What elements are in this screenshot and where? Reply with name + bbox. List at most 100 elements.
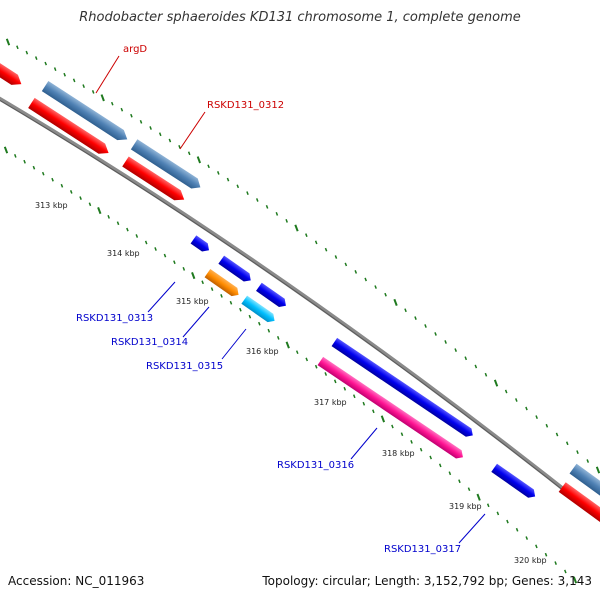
outer-tick-37 xyxy=(364,277,367,282)
inner-tick-37 xyxy=(352,394,356,399)
gene-arrow-0316-upper[interactable] xyxy=(331,337,476,440)
inner-tick-31 xyxy=(295,350,299,355)
gene-arrow-0315[interactable] xyxy=(241,295,277,325)
accession-text: Accession: NC_011963 xyxy=(8,574,145,588)
outer-tick-20 xyxy=(196,156,202,164)
outer-tick-25 xyxy=(246,191,249,195)
leader-line-0313 xyxy=(147,281,176,313)
leader-line-argd xyxy=(95,55,120,94)
outer-tick-21 xyxy=(207,164,210,169)
inner-tick-12 xyxy=(116,221,120,226)
inner-tick-59 xyxy=(564,569,567,574)
outer-tick-7 xyxy=(72,78,76,83)
gene-label-0316[interactable]: RSKD131_0316 xyxy=(277,460,354,471)
outer-tick-13 xyxy=(130,113,133,118)
outer-tick-58 xyxy=(576,450,579,454)
outer-tick-28 xyxy=(275,211,279,216)
outer-tick-0 xyxy=(5,38,11,46)
outer-tick-42 xyxy=(414,316,417,320)
gene-arrow-0312-upper[interactable] xyxy=(130,139,204,192)
outer-tick-35 xyxy=(344,262,348,267)
inner-tick-5 xyxy=(51,177,54,182)
inner-tick-24 xyxy=(229,300,233,305)
outer-tick-22 xyxy=(216,171,220,175)
leader-line-0314 xyxy=(182,306,210,338)
leader-line-0315 xyxy=(221,328,247,360)
outer-tick-56 xyxy=(555,432,559,437)
outer-tick-31 xyxy=(305,233,308,238)
gene-arrow-0314[interactable] xyxy=(204,269,242,299)
inner-tick-0 xyxy=(3,146,9,154)
outer-tick-54 xyxy=(535,415,538,419)
outer-tick-34 xyxy=(334,255,338,259)
inner-tick-10 xyxy=(97,207,102,215)
gene-arrow-argd-upper[interactable] xyxy=(41,81,131,144)
outer-tick-10 xyxy=(100,94,105,102)
outer-tick-18 xyxy=(178,145,181,149)
inner-tick-16 xyxy=(154,247,157,251)
outer-tick-51 xyxy=(504,389,508,394)
gene-arrow-right-lower[interactable] xyxy=(558,482,600,528)
inner-tick-23 xyxy=(220,294,223,298)
inner-tick-19 xyxy=(182,266,186,271)
inner-tick-45 xyxy=(429,455,432,460)
gene-label-0314[interactable]: RSKD131_0314 xyxy=(111,337,188,348)
gene-arrow-0316[interactable] xyxy=(317,356,466,461)
gene-arrow-0313-small[interactable] xyxy=(190,235,212,254)
gene-label-0313[interactable]: RSKD131_0313 xyxy=(76,313,153,324)
outer-tick-55 xyxy=(545,423,549,428)
gene-arrow-0313[interactable] xyxy=(218,255,253,285)
inner-tick-1 xyxy=(14,153,17,158)
inner-tick-26 xyxy=(248,314,252,319)
inner-tick-50 xyxy=(476,493,481,501)
inner-tick-41 xyxy=(391,424,394,429)
inner-tick-55 xyxy=(525,536,529,540)
inner-tick-30 xyxy=(285,341,290,349)
gene-label-0317[interactable]: RSKD131_0317 xyxy=(384,544,461,555)
outer-tick-27 xyxy=(265,205,269,209)
leader-line-0317 xyxy=(458,513,486,544)
inner-tick-58 xyxy=(554,561,557,565)
inner-tick-13 xyxy=(126,227,129,232)
outer-tick-3 xyxy=(34,56,38,60)
outer-tick-53 xyxy=(525,406,528,411)
inner-tick-60 xyxy=(572,576,578,584)
outer-tick-41 xyxy=(404,308,407,313)
gene-label-0312[interactable]: RSKD131_0312 xyxy=(207,100,284,111)
gene-arrow-0317[interactable] xyxy=(491,463,538,501)
inner-tick-43 xyxy=(410,440,413,444)
inner-tick-15 xyxy=(144,240,148,245)
outer-tick-48 xyxy=(474,364,478,369)
outer-tick-60 xyxy=(595,466,600,474)
tick-label-314: 314 kbp xyxy=(107,249,140,258)
gene-arrow-argd[interactable] xyxy=(28,97,112,158)
gene-arrow-0312[interactable] xyxy=(122,156,187,204)
inner-tick-3 xyxy=(32,165,36,170)
inner-tick-29 xyxy=(276,335,280,340)
inner-tick-33 xyxy=(314,364,318,369)
outer-tick-45 xyxy=(444,340,447,344)
gene-arrow-right-upper[interactable] xyxy=(569,463,600,503)
leader-line-0316 xyxy=(350,427,378,460)
inner-tick-20 xyxy=(191,272,196,280)
gene-label-0315[interactable]: RSKD131_0315 xyxy=(146,361,223,372)
tick-marks-outer xyxy=(5,38,600,474)
outer-tick-26 xyxy=(255,198,259,202)
inner-tick-56 xyxy=(535,544,538,549)
tick-label-319: 319 kbp xyxy=(449,502,482,511)
gene-arrow-0313b[interactable] xyxy=(256,282,289,310)
outer-tick-39 xyxy=(384,292,387,297)
outer-tick-44 xyxy=(434,332,437,336)
gene-arrow-forward-0[interactable] xyxy=(0,56,25,89)
inner-tick-54 xyxy=(515,527,519,532)
inner-tick-52 xyxy=(496,511,500,516)
topology-summary: Topology: circular; Length: 3,152,792 bp… xyxy=(262,574,592,588)
outer-tick-59 xyxy=(586,459,590,463)
gene-label-argd[interactable]: argD xyxy=(123,44,147,55)
inner-tick-46 xyxy=(438,463,442,468)
outer-tick-38 xyxy=(374,285,377,289)
inner-tick-6 xyxy=(60,183,64,188)
outer-tick-8 xyxy=(82,84,85,88)
tick-label-313: 313 kbp xyxy=(35,201,68,210)
inner-tick-32 xyxy=(305,357,309,362)
